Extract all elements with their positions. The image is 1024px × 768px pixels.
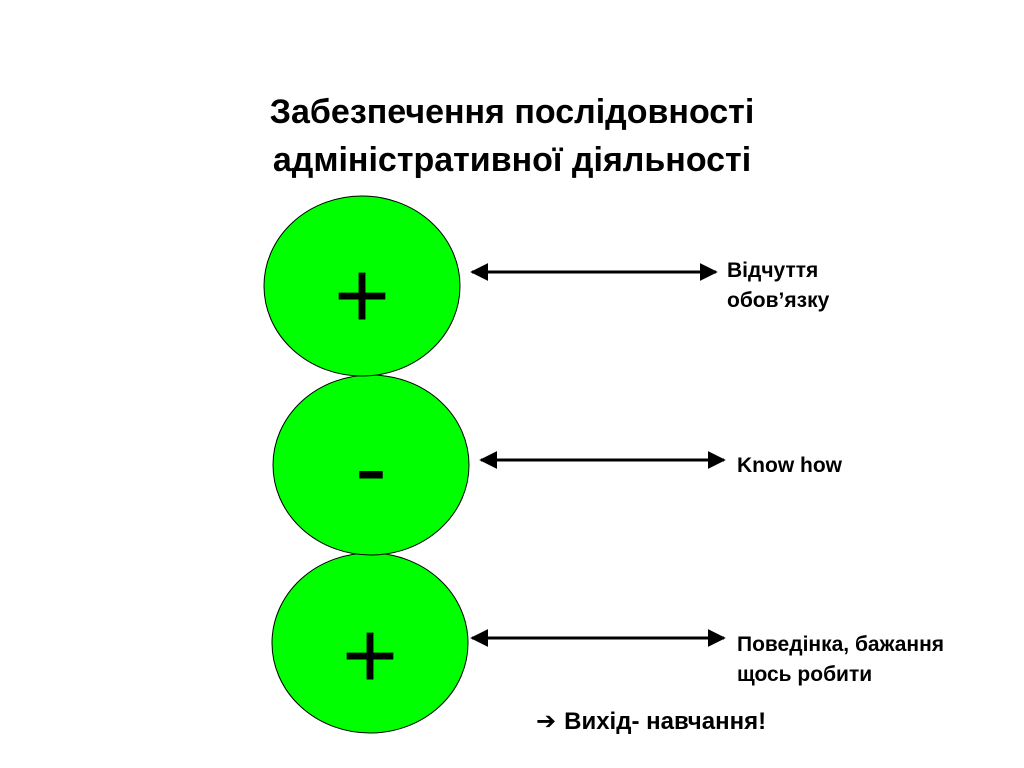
circle-2-sign: -	[355, 414, 387, 521]
label-1: Відчуття обов’язку	[727, 256, 829, 316]
circle-3-sign: +	[342, 602, 398, 709]
slide-title-line-1: Забезпечення послідовності	[269, 93, 755, 131]
slide-title: Забезпечення послідовності адміністратив…	[0, 88, 1024, 184]
label-1-line-1: Відчуття	[727, 259, 819, 282]
label-2-line-1: Know how	[737, 454, 842, 477]
label-2: Know how	[737, 451, 842, 481]
conclusion-text: Вихід- навчання!	[564, 708, 767, 735]
label-1-line-2: обов’язку	[727, 289, 830, 312]
label-3-line-1: Поведінка, бажання	[737, 633, 945, 656]
slide-title-line-2: адміністративної діяльності	[272, 141, 752, 179]
circle-1-sign: +	[334, 242, 390, 349]
conclusion: ➔ Вихід- навчання!	[536, 704, 766, 740]
label-3: Поведінка, бажання щось робити	[737, 630, 944, 690]
circle-1	[263, 195, 461, 377]
label-3-line-2: щось робити	[737, 663, 873, 686]
arrow-right-icon: ➔	[536, 708, 557, 735]
